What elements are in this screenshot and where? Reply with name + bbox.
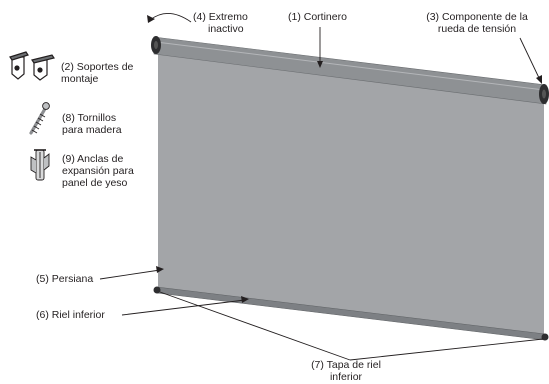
label-wood-screws: (8) Tornillos para madera: [62, 112, 122, 136]
label-wood-screws-line1: (8) Tornillos: [62, 112, 117, 124]
label-idle-end-line1: (4) Extremo: [193, 11, 248, 23]
label-end-cap-line1: (7) Tapa de riel: [311, 359, 381, 371]
label-mounting-brackets: (2) Soportes de montaje: [61, 61, 133, 85]
label-roller-tube: (1) Cortinero: [288, 11, 347, 23]
label-bottom-rail: (6) Riel inferior: [36, 309, 105, 321]
label-bottom-rail-end-cap: (7) Tapa de riel inferior: [296, 359, 396, 383]
bottom-rail-end-cap-left: [153, 286, 161, 294]
shade-fabric: [158, 52, 544, 338]
label-tension-wheel-line2: rueda de tensión: [437, 23, 517, 35]
label-mounting-brackets-line2: montaje: [61, 73, 99, 85]
label-tension-wheel: (3) Componente de la rueda de tensión: [412, 11, 542, 35]
label-tension-wheel-line1: (3) Componente de la: [426, 11, 528, 23]
label-idle-end-line2: inactivo: [208, 23, 244, 35]
label-drywall-anchors-line2: expansión para: [62, 165, 134, 177]
label-drywall-anchors-line3: panel de yeso: [62, 177, 128, 189]
label-wood-screws-line2: para madera: [62, 124, 122, 136]
label-mounting-brackets-line1: (2) Soportes de: [61, 61, 134, 73]
label-drywall-anchors: (9) Anclas de expansión para panel de ye…: [62, 153, 134, 189]
label-drywall-anchors-line1: (9) Anclas de: [62, 153, 124, 165]
drywall-anchor-icon: [30, 149, 50, 181]
mounting-brackets-icon: [9, 51, 55, 81]
label-end-cap-line2: inferior: [329, 371, 363, 383]
bottom-rail-end-cap-right: [541, 333, 549, 341]
label-idle-end: (4) Extremo inactivo: [193, 11, 248, 35]
wood-screw-icon: [29, 102, 50, 135]
label-shade: (5) Persiana: [36, 273, 94, 285]
